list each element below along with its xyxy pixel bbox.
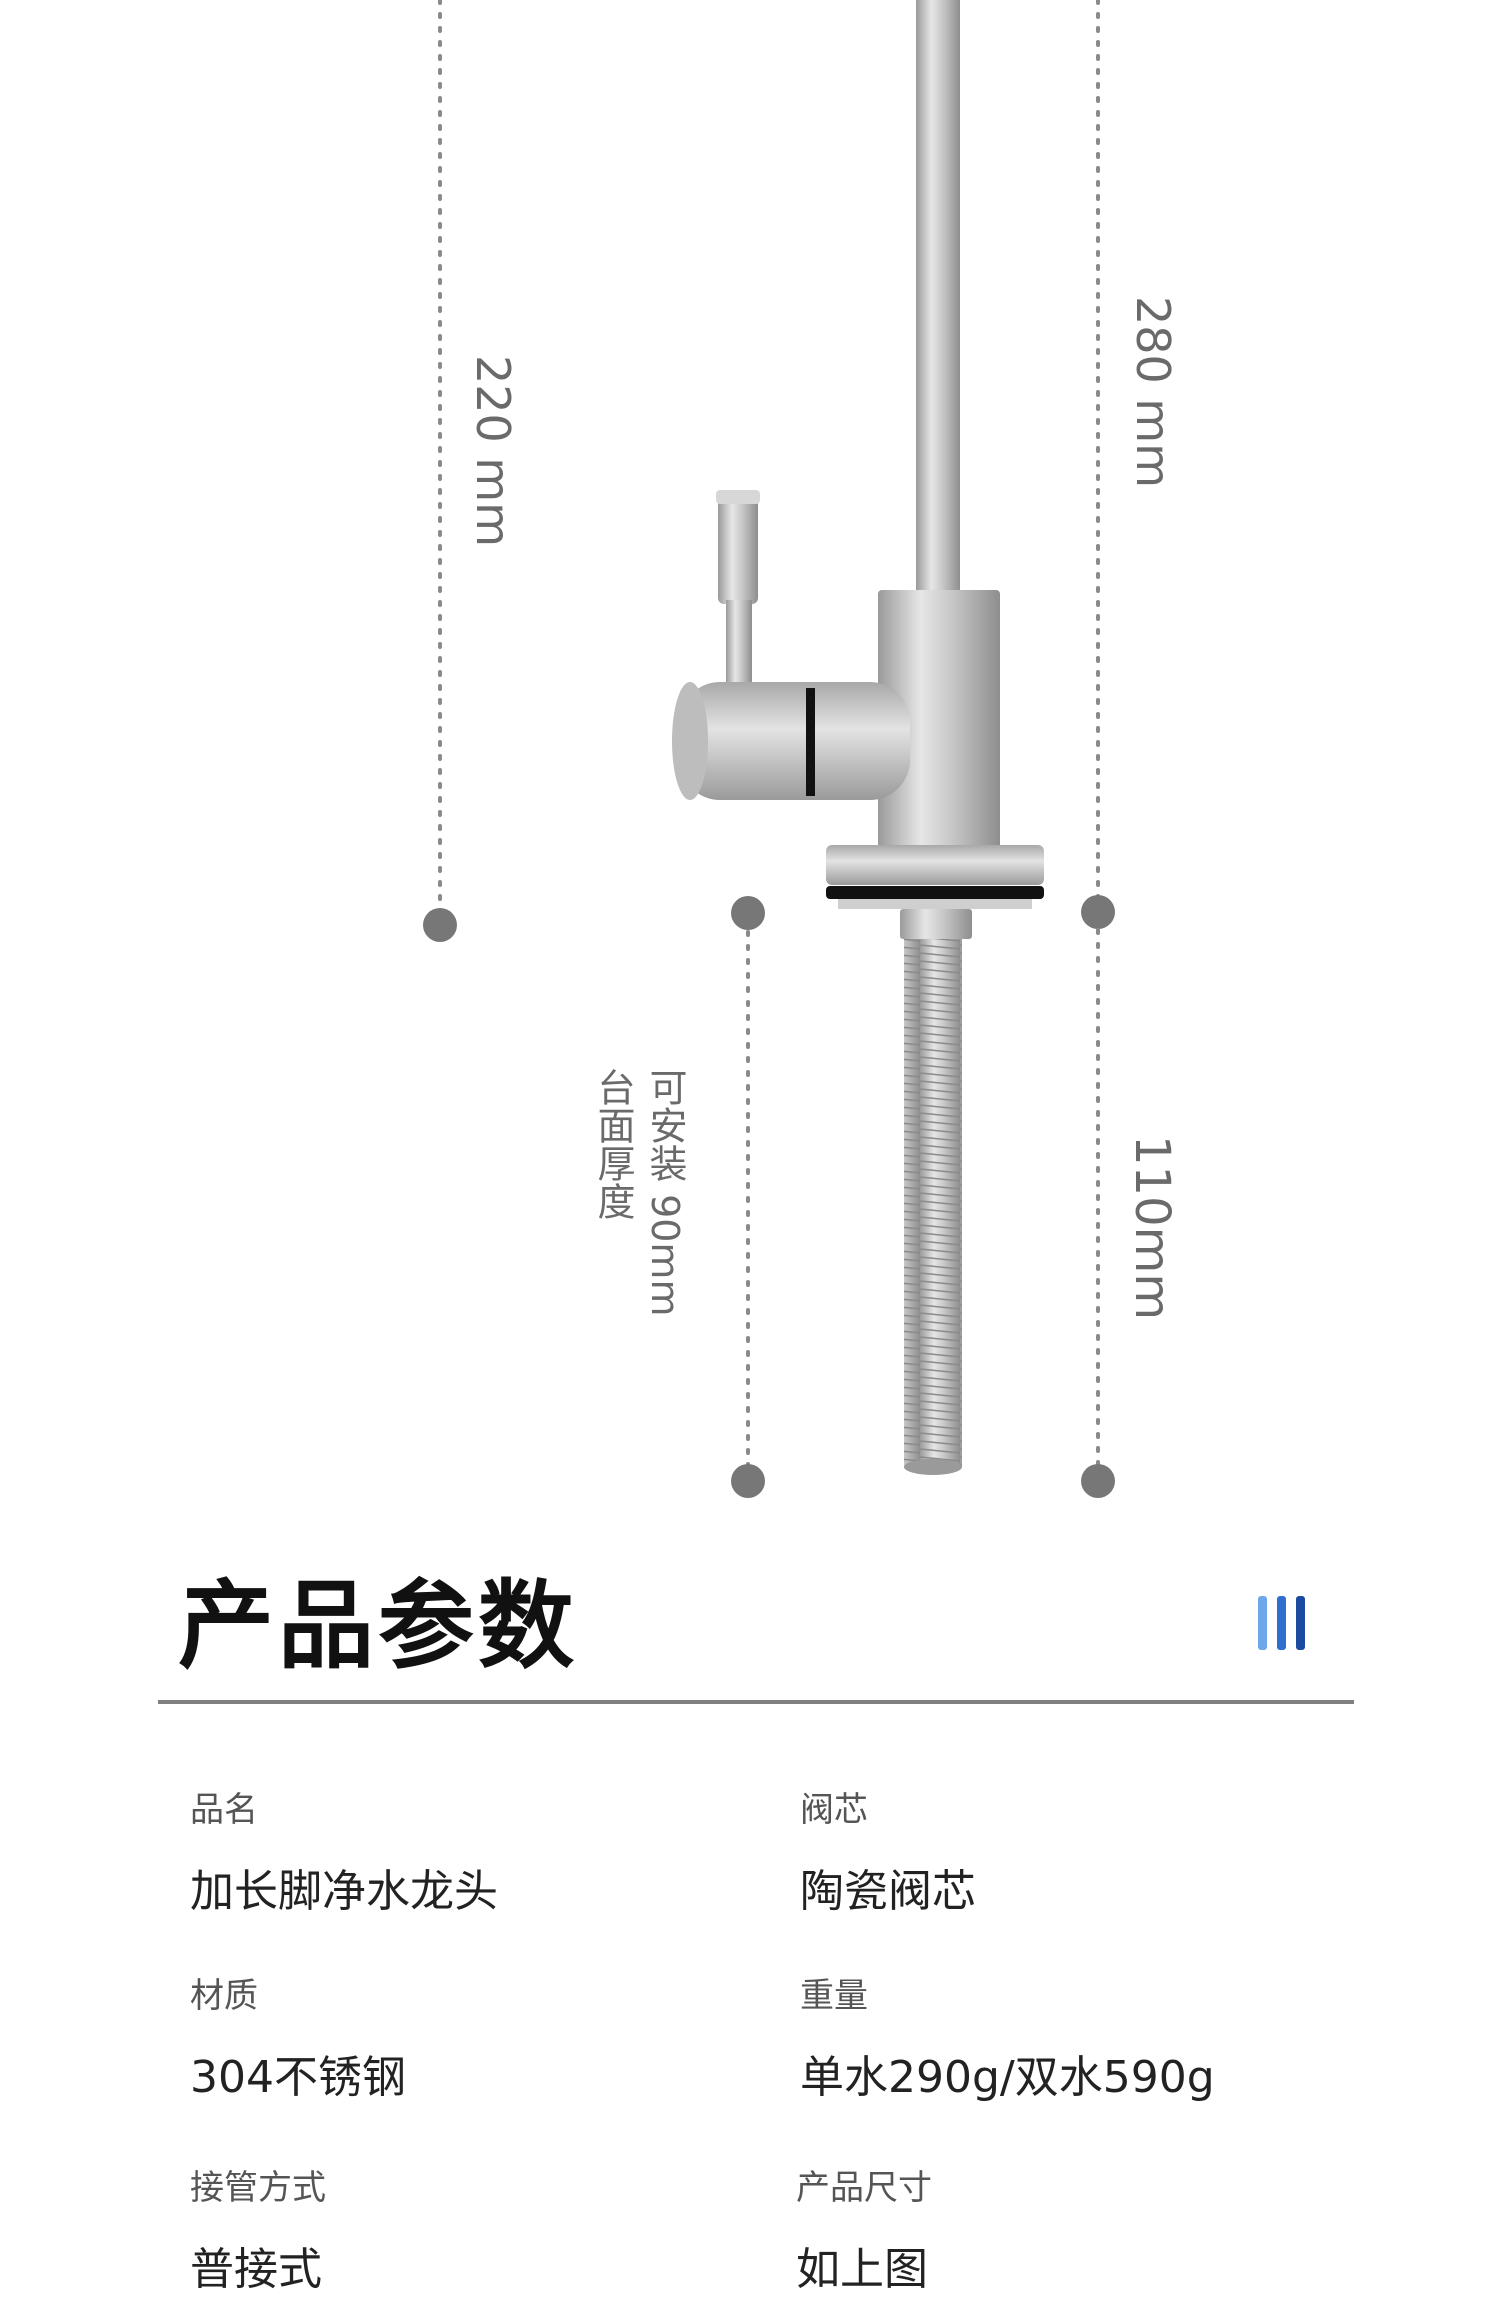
param-value: 陶瓷阀芯 xyxy=(800,1866,976,1917)
param-label: 品名 xyxy=(190,1790,258,1830)
accent-bar-1 xyxy=(1258,1596,1267,1650)
param-valve-core: 阀芯 陶瓷阀芯 xyxy=(800,1782,976,1919)
param-weight: 重量 单水290g/双水590g xyxy=(800,1968,1215,2105)
faucet-dimension-diagram xyxy=(423,0,1115,1498)
param-value: 普接式 xyxy=(190,2244,322,2295)
faucet-image xyxy=(672,0,1044,1475)
accent-bar-3 xyxy=(1296,1596,1305,1650)
param-value: 单水290g/双水590g xyxy=(800,2052,1215,2103)
dimension-label-220: 220 mm xyxy=(466,355,520,548)
countertop-note-line1: 可安装 90mm xyxy=(643,1068,687,1317)
countertop-note-line2: 台面厚度 xyxy=(591,1068,635,1220)
section-accent-bars xyxy=(1258,1596,1314,1650)
param-material: 材质 304不锈钢 xyxy=(190,1968,406,2105)
param-label: 阀芯 xyxy=(800,1790,868,1830)
param-product-name: 品名 加长脚净水龙头 xyxy=(190,1782,498,1919)
section-divider xyxy=(158,1700,1354,1704)
param-value: 304不锈钢 xyxy=(190,2052,406,2103)
dimension-line-220 xyxy=(423,0,457,942)
accent-bar-2 xyxy=(1277,1596,1286,1650)
dimension-label-280: 280 mm xyxy=(1126,296,1180,489)
param-label: 重量 xyxy=(800,1976,868,2016)
param-label: 产品尺寸 xyxy=(796,2168,932,2208)
param-size: 产品尺寸 如上图 xyxy=(796,2160,932,2297)
param-connection: 接管方式 普接式 xyxy=(190,2160,326,2297)
param-label: 材质 xyxy=(190,1976,258,2016)
param-value: 加长脚净水龙头 xyxy=(190,1866,498,1917)
dimension-line-90 xyxy=(731,896,765,1498)
param-label: 接管方式 xyxy=(190,2168,326,2208)
dimension-line-280 xyxy=(1081,0,1115,929)
dimension-line-110 xyxy=(1081,928,1115,1498)
param-value: 如上图 xyxy=(796,2244,928,2295)
section-title: 产品参数 xyxy=(178,1570,578,1682)
dimension-label-110: 110mm xyxy=(1124,1135,1180,1321)
